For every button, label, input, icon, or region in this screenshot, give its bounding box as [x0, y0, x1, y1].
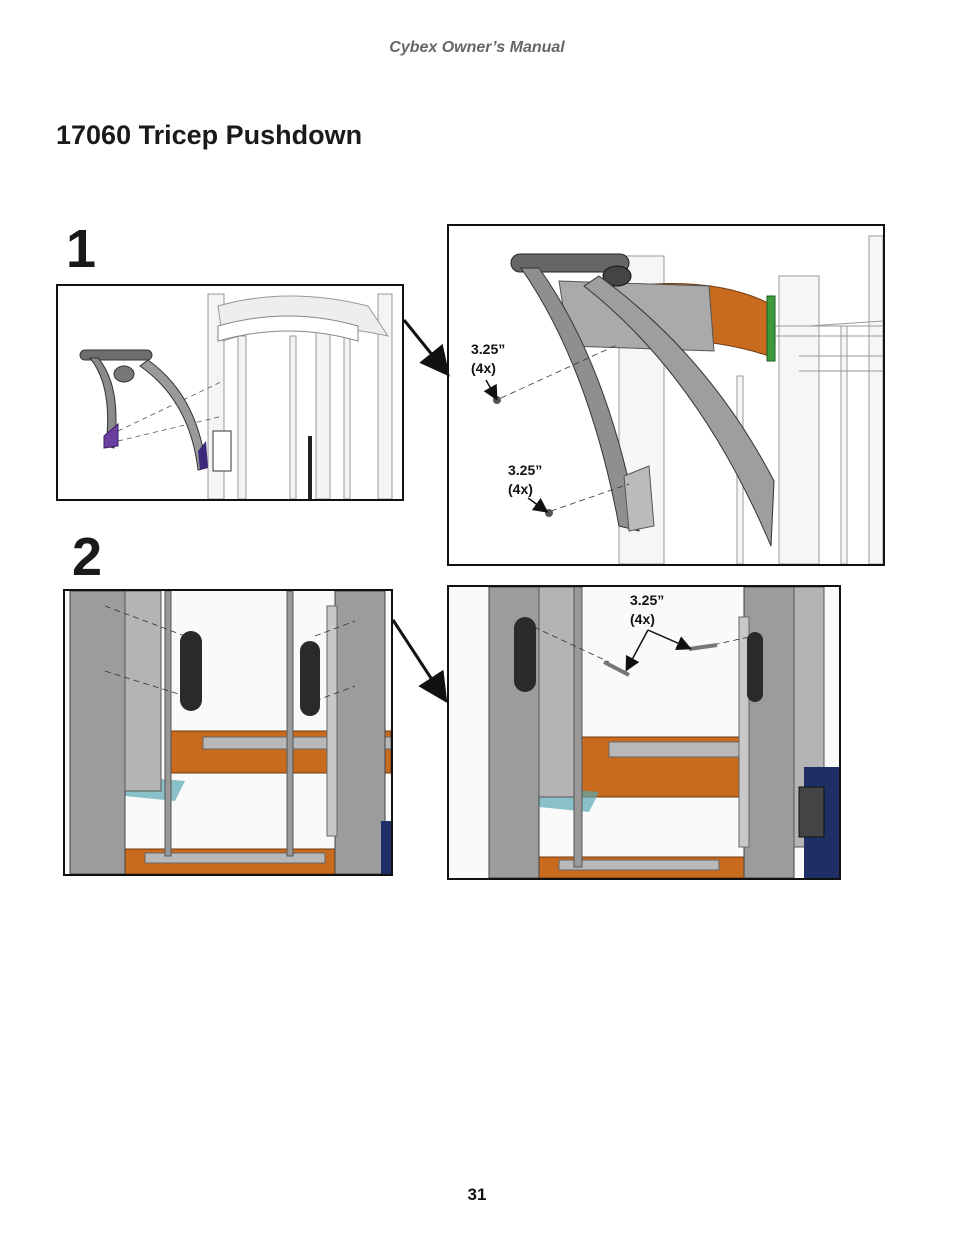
step-number-2: 2	[72, 527, 103, 587]
step-number-1: 1	[66, 219, 97, 279]
step1-callout-top: 3.25” (4x)	[471, 340, 505, 378]
bolt-quantity-label: (4x)	[471, 360, 496, 376]
page-number: 31	[467, 1185, 487, 1204]
step1-leader-top	[483, 379, 498, 401]
bolt-quantity-label: (4x)	[630, 611, 655, 627]
step2-leader-right	[647, 629, 692, 651]
step2-callout: 3.25” (4x)	[630, 591, 664, 629]
manual-header: Cybex Owner’s Manual	[389, 39, 565, 56]
bolt-quantity-label: (4x)	[508, 481, 533, 497]
step1-overview-illustration	[56, 284, 404, 501]
step2-overview-illustration	[63, 589, 393, 876]
step1-zoom-arrow	[402, 319, 450, 377]
step1-detail-illustration	[447, 224, 885, 566]
step2-leader-left	[625, 629, 649, 672]
bolt-size-label: 3.25”	[471, 341, 506, 357]
section-title: 17060 Tricep Pushdown	[56, 120, 363, 150]
step1-leader-bottom	[527, 497, 549, 513]
step1-callout-bottom: 3.25” (4x)	[508, 461, 542, 499]
bolt-size-label: 3.25”	[630, 592, 665, 608]
step2-zoom-arrow	[391, 619, 448, 704]
bolt-size-label: 3.25”	[508, 462, 543, 478]
step2-detail-illustration	[447, 585, 841, 880]
